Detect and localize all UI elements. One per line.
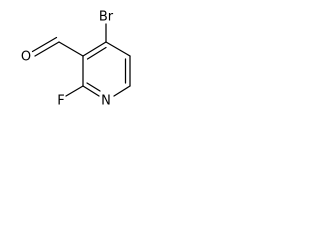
bond-c6-n1 [113,85,131,97]
bond-c3-cho [58,41,84,57]
atom-bromine-label: Br [99,10,114,25]
chemical-structure: Br O F N [21,10,131,109]
atom-oxygen-label: O [21,50,31,65]
bond-c3-c4 [82,41,107,57]
bond-c2-f [65,85,84,97]
bond-c3-c4-inner [86,46,107,60]
bond-cho-o-inner [31,36,58,53]
bond-c4-c5 [105,41,131,57]
bond-n1-c2 [82,85,100,97]
atom-nitrogen-label: N [101,94,111,109]
bond-n1-c2-inner [86,82,101,92]
bond-cho-o [34,41,60,57]
atom-fluorine-label: F [57,94,64,109]
